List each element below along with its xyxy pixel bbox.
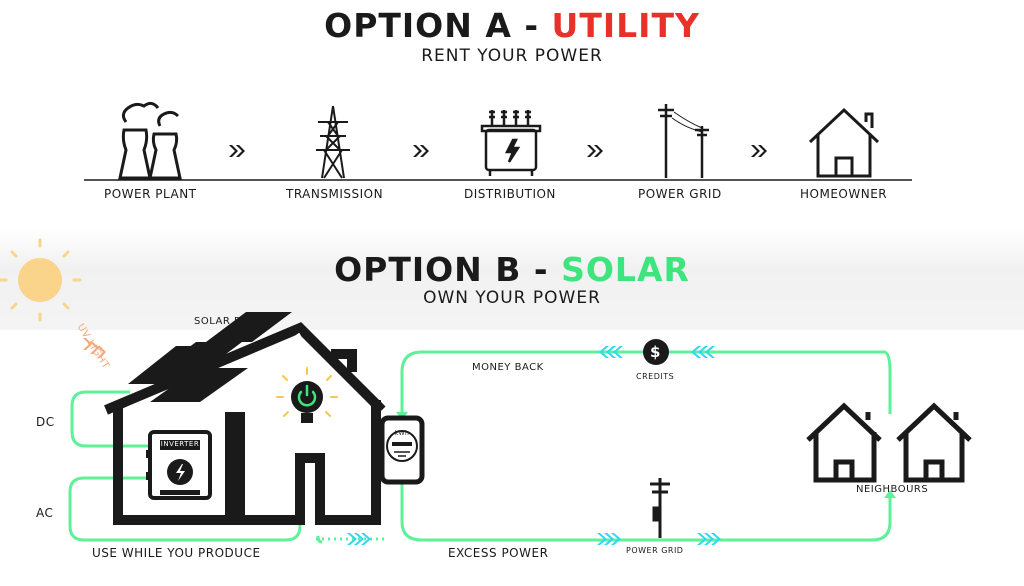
chevron-icon [697,533,721,545]
option-b-title-accent: SOLAR [561,250,690,289]
step-transmission: TRANSMISSION [286,187,384,201]
power-grid-label: POWER GRID [626,546,684,555]
solar-panel-icon [128,312,292,402]
panel-gap [211,332,301,398]
utility-pole-icon [658,104,709,178]
section-divider-band [0,228,1024,330]
chevron-icon [413,145,429,157]
step-distribution: DISTRIBUTION [464,187,556,201]
ac-label: AC [36,506,54,520]
use-while-you-produce-label: USE WHILE YOU PRODUCE [92,546,261,560]
power-button-icon [297,384,317,407]
inverter-label: INVERTER [160,440,200,448]
utility-pole-icon [650,478,670,538]
option-a-title-accent: UTILITY [551,6,700,45]
step-homeowner: HOMEOWNER [800,187,888,201]
inverter-icon [146,430,212,500]
solar-panels-label: SOLAR PANELS [194,316,275,327]
money-back-label: MONEY BACK [472,362,544,373]
dc-label: DC [36,415,55,429]
light-bulb-icon [276,367,338,423]
chevron-icon [751,145,767,157]
step-power-grid: POWER GRID [638,187,722,201]
chevron-icon [691,346,715,358]
arrowhead-icon [884,490,896,498]
option-b-subtitle: OWN YOUR POWER [423,288,601,308]
chevron-icon [597,533,621,545]
house-icon [808,107,880,178]
solar-house-icon [104,322,386,525]
transmission-tower-icon [316,105,350,179]
chevron-icon [347,533,371,545]
option-a-subtitle: RENT YOUR POWER [421,46,603,66]
neighbours-label: NEIGHBOURS [856,484,929,495]
step-power-plant: POWER PLANT [104,187,197,201]
chevron-icon [599,346,623,358]
neighbour-house-icon [896,402,972,483]
meter-label: kWh [394,430,410,437]
meter-icon [379,415,425,485]
option-b-title: OPTION B - SOLAR [0,250,1024,289]
option-b-title-prefix: OPTION B - [334,250,562,289]
transformer-icon [480,110,542,176]
chevron-icon [587,145,603,157]
uv-arrows-icon [83,338,106,358]
credits-label: CREDITS [636,372,675,381]
dollar-icon [643,339,669,365]
option-a-title-prefix: OPTION A - [324,6,552,45]
neighbour-house-icon [806,402,882,483]
option-a-title: OPTION A - UTILITY [0,6,1024,45]
excess-power-label: EXCESS POWER [448,546,549,560]
chevron-icon [229,145,245,157]
sun-icon [0,238,82,322]
dollar-sign: $ [650,343,661,361]
power-plant-icon [118,101,182,180]
